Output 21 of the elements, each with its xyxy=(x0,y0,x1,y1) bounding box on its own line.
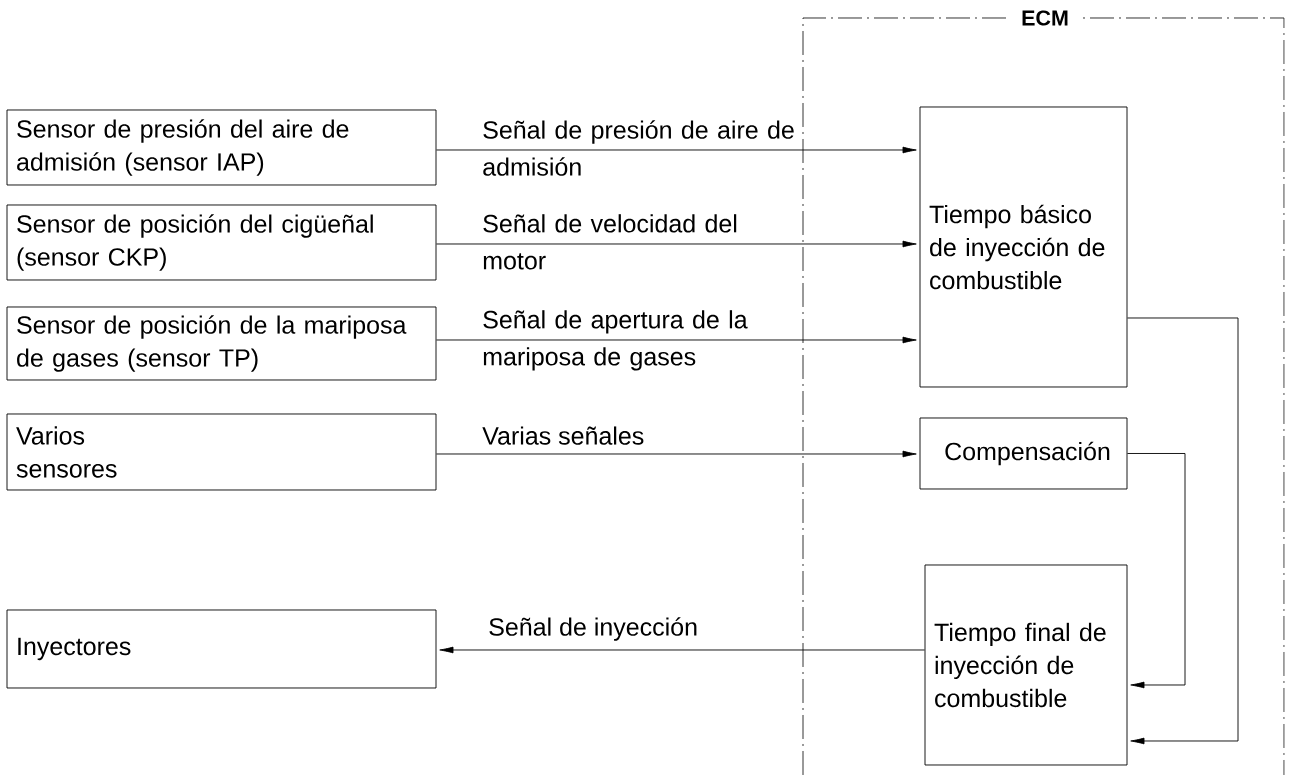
process-box: Sensor de posición de la mariposa de gases (sensor TP) xyxy=(6,306,437,381)
process-box: Compensación xyxy=(919,417,1128,490)
edge-label: Señal de velocidad del motor xyxy=(483,214,737,270)
arrow xyxy=(436,450,917,458)
arrow xyxy=(1127,317,1239,745)
node-label: ECM xyxy=(1022,10,1068,26)
edge-label: Varias señales xyxy=(482,426,644,445)
arrow xyxy=(1127,453,1186,689)
arrow xyxy=(436,146,917,154)
process-box: Tiempo final de inyección de combustible xyxy=(924,564,1128,766)
process-box: Sensor de posición del cigüeñal (sensor CKP) xyxy=(6,204,437,281)
process-box: Varios sensores xyxy=(6,413,437,491)
process-box: Tiempo básico de inyección de combustible xyxy=(919,106,1128,388)
process-box: Sensor de presión del aire de admisión (sensor IAP) xyxy=(6,109,437,186)
process-box: Inyectores xyxy=(6,609,437,689)
arrow xyxy=(436,240,917,248)
arrow xyxy=(439,646,925,654)
edge-label: Señal de presión de aire de admisión xyxy=(483,120,794,176)
edge-label: Señal de inyección xyxy=(489,617,697,641)
edge-label: Señal de apertura de la mariposa de gases xyxy=(483,310,748,371)
arrow xyxy=(436,336,917,344)
